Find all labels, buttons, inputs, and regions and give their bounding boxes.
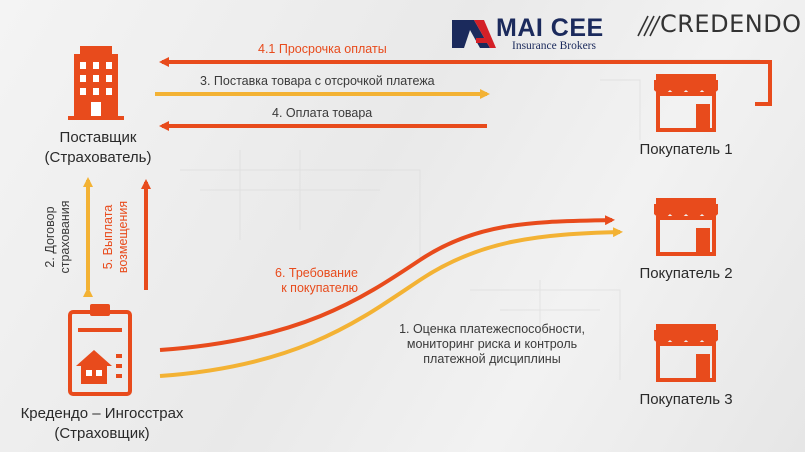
store-icon-buyer3 xyxy=(654,324,718,382)
maicee-name: MAI CEE xyxy=(496,14,604,42)
label-compensation-line2: возмещения xyxy=(116,200,130,274)
label-contract: 2. Договор страхования xyxy=(43,197,73,277)
label-overdue: 4.1 Просрочка оплаты xyxy=(258,42,387,56)
insurer-role: (Страховщик) xyxy=(54,425,150,442)
credendo-logo: CREDENDO xyxy=(634,8,801,40)
arrow-assessment xyxy=(159,227,623,378)
label-assessment-line3: платежной дисциплины xyxy=(423,352,561,366)
store-icon-buyer1 xyxy=(654,74,718,132)
clipboard-house-icon xyxy=(68,304,132,396)
label-delivery: 3. Поставка товара с отсрочкой платежа xyxy=(200,74,435,88)
supplier-name: Поставщик xyxy=(59,129,137,146)
arrow-overdue xyxy=(159,57,772,106)
label-contract-line1: 2. Договор xyxy=(43,206,57,268)
arrow-claim xyxy=(159,215,615,352)
supplier-role: (Страхователь) xyxy=(44,149,152,166)
building-icon xyxy=(68,46,124,120)
label-payment: 4. Оплата товара xyxy=(272,106,373,120)
label-claim: 6. Требование к покупателю xyxy=(262,266,358,296)
insurer-name: Кредендо – Ингосстрах xyxy=(20,405,184,422)
insurer-label: Кредендо – Ингосстрах (Страховщик) xyxy=(10,404,194,444)
label-contract-line2: страхования xyxy=(58,200,72,274)
credendo-name: CREDENDO xyxy=(660,10,802,38)
buyer3-label: Покупатель 3 xyxy=(639,391,733,408)
credendo-mark-icon xyxy=(637,15,661,37)
maicee-subtitle: Insurance Brokers xyxy=(512,40,596,52)
label-assessment-line2: мониторинг риска и контроль xyxy=(406,337,578,351)
label-compensation-line1: 5. Выплата xyxy=(101,204,115,270)
maicee-logo: MAI CEE Insurance Brokers xyxy=(452,14,624,52)
supplier-label: Поставщик (Страхователь) xyxy=(30,128,166,168)
label-compensation: 5. Выплата возмещения xyxy=(101,197,131,277)
label-claim-line2: к покупателю xyxy=(281,281,358,295)
label-assessment-line1: 1. Оценка платежеспособности, xyxy=(399,322,585,336)
maicee-mark-icon xyxy=(452,20,496,48)
label-claim-line1: 6. Требование xyxy=(275,266,358,280)
buyer1-label: Покупатель 1 xyxy=(639,141,733,158)
store-icon-buyer2 xyxy=(654,198,718,256)
label-assessment: 1. Оценка платежеспособности, мониторинг… xyxy=(398,322,586,367)
buyer2-label: Покупатель 2 xyxy=(639,265,733,282)
